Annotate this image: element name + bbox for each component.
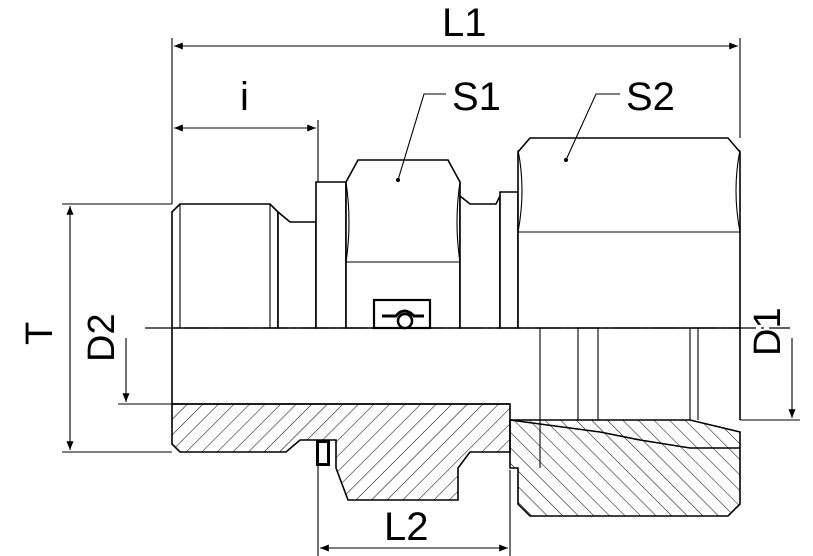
label-i: i bbox=[240, 75, 249, 119]
lower-section bbox=[171, 328, 741, 517]
label-D2: D2 bbox=[81, 313, 123, 362]
label-D1: D1 bbox=[747, 307, 789, 356]
label-L2: L2 bbox=[384, 505, 429, 549]
dimension-lines bbox=[62, 38, 800, 556]
label-S1: S1 bbox=[452, 75, 501, 119]
label-L1: L1 bbox=[442, 1, 487, 45]
label-S2: S2 bbox=[626, 75, 675, 119]
upper-outline bbox=[171, 137, 741, 330]
label-T: T bbox=[19, 322, 61, 345]
